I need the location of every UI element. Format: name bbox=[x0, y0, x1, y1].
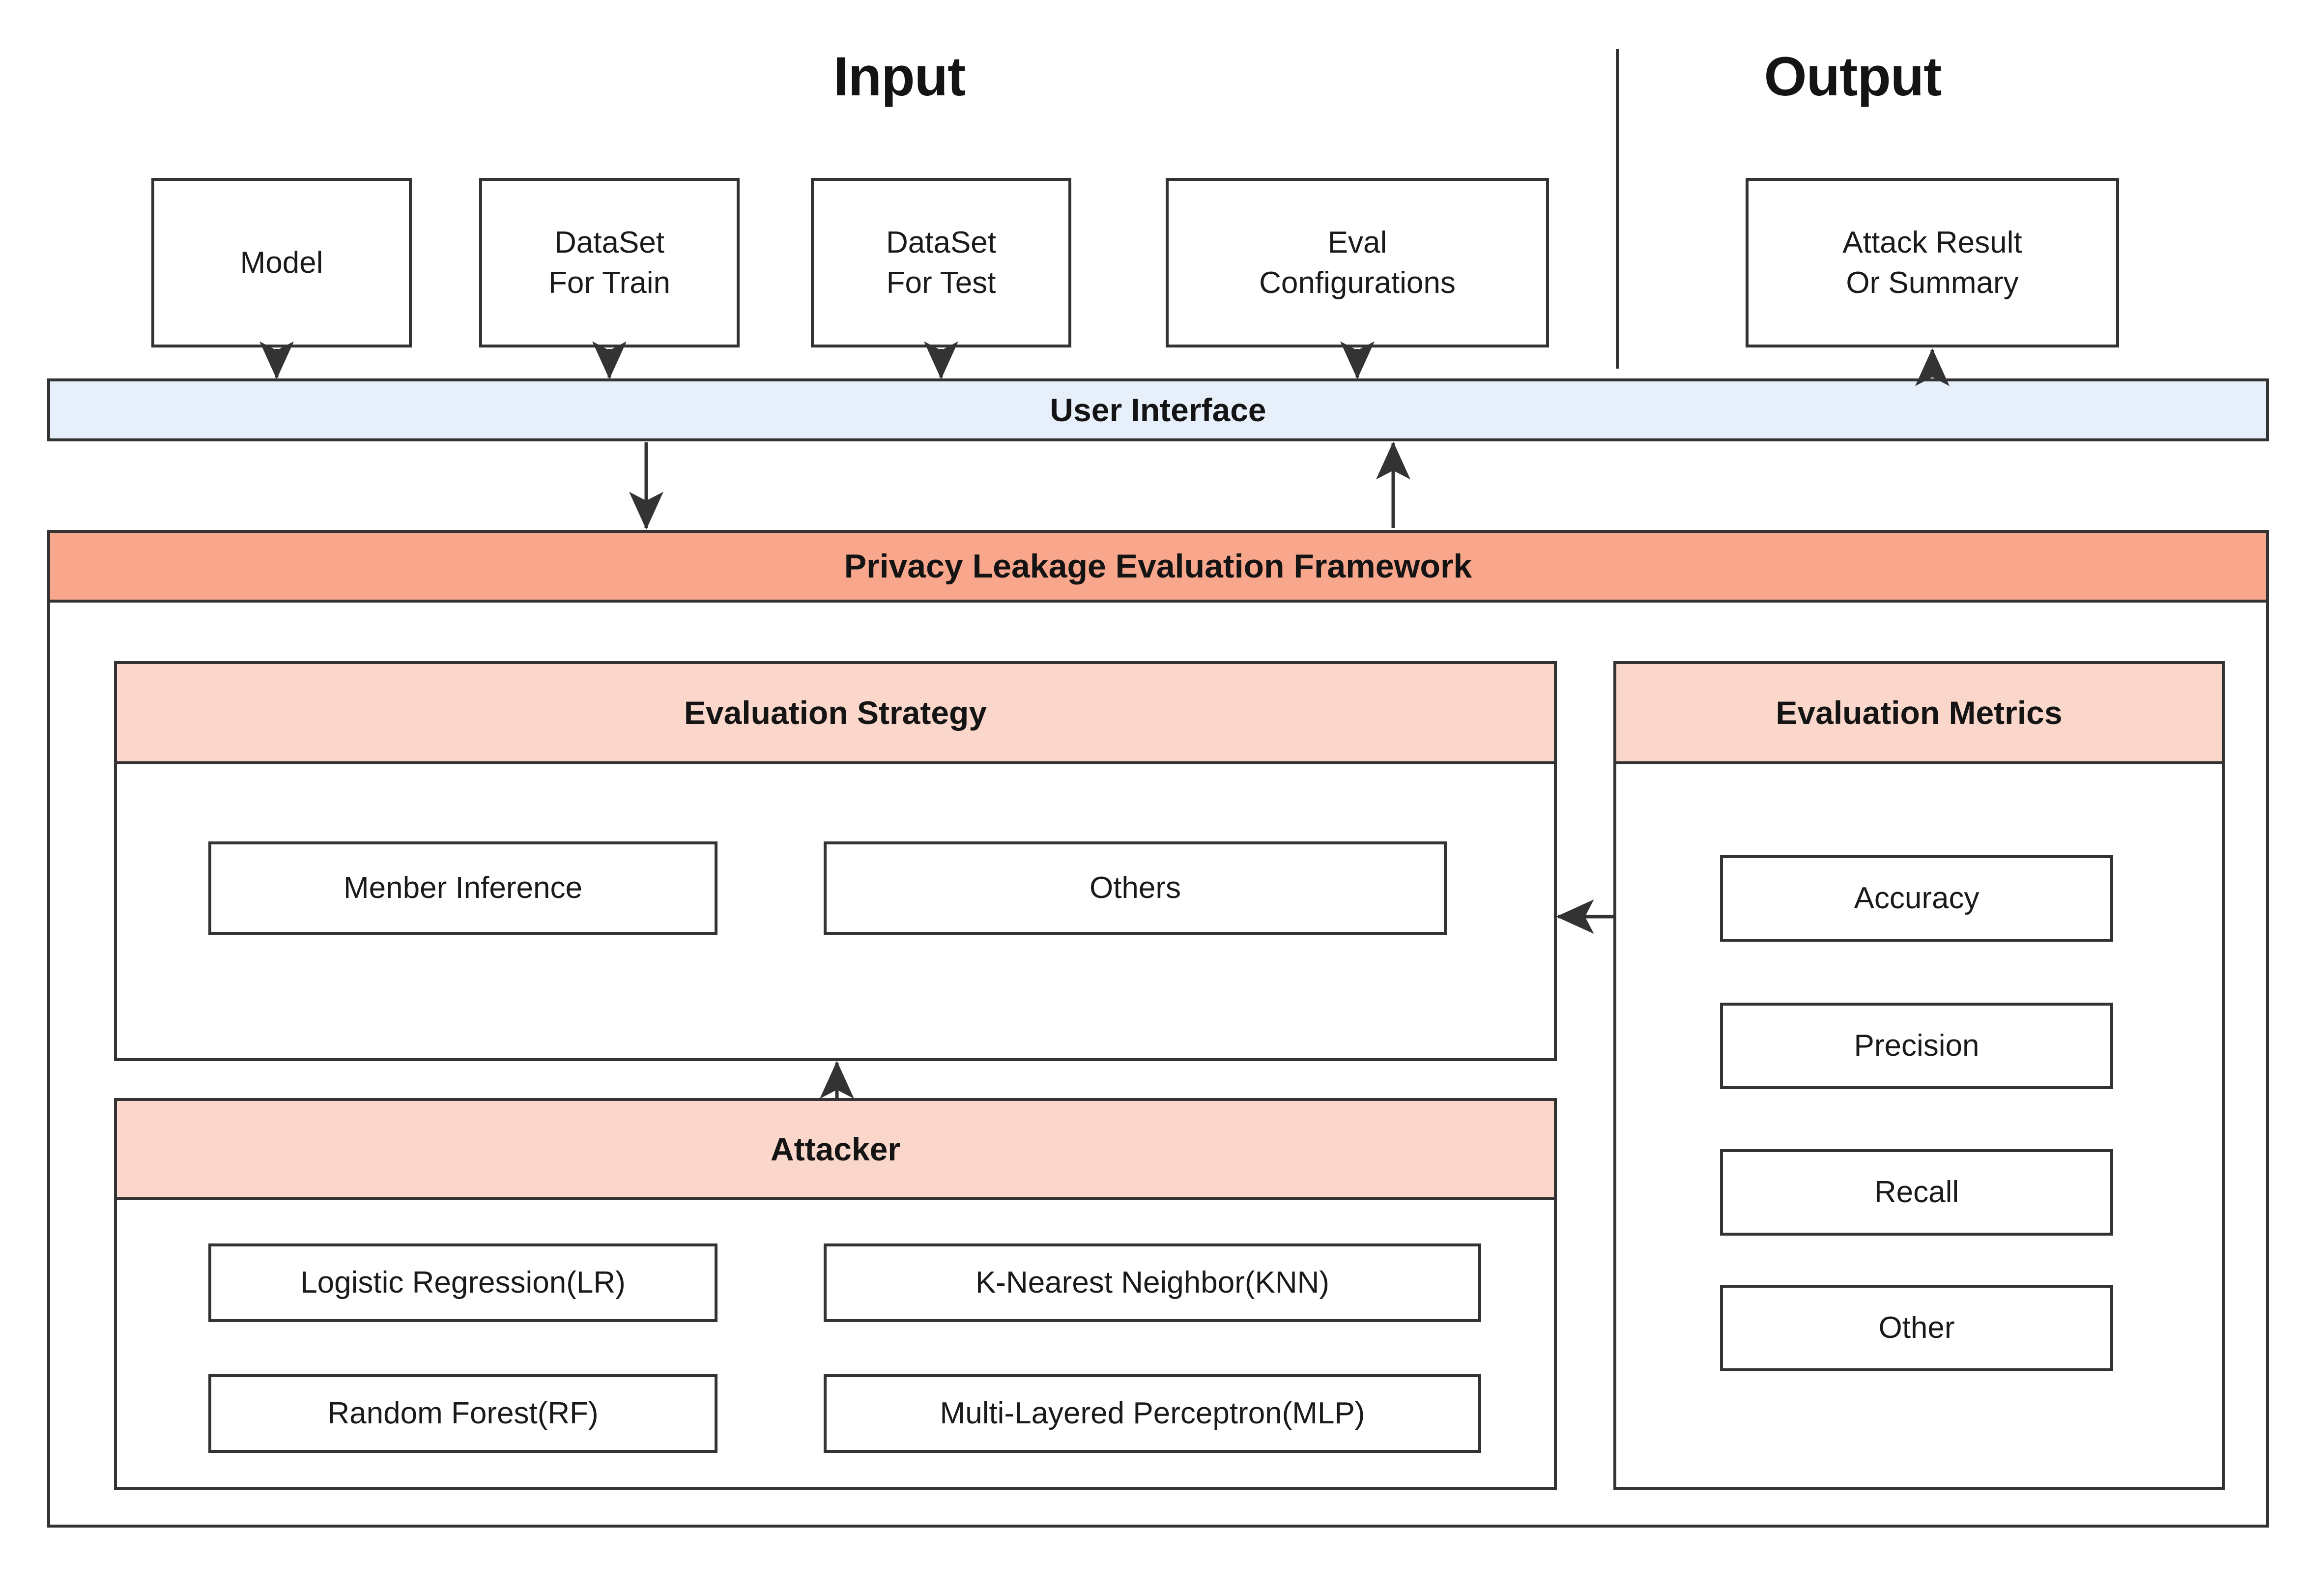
input-box-model[interactable]: Model bbox=[151, 178, 412, 347]
user-interface-bar[interactable]: User Interface bbox=[47, 378, 2269, 441]
strategy-item-others-label: Others bbox=[1089, 871, 1181, 905]
attacker-item-random-forest[interactable]: Random Forest(RF) bbox=[208, 1374, 717, 1453]
attacker-item-knn[interactable]: K-Nearest Neighbor(KNN) bbox=[824, 1243, 1481, 1322]
attacker-item-logistic-regression[interactable]: Logistic Regression(LR) bbox=[208, 1243, 717, 1322]
metric-item-recall[interactable]: Recall bbox=[1720, 1149, 2113, 1236]
evaluation-strategy-header[interactable]: Evaluation Strategy bbox=[114, 661, 1557, 764]
strategy-item-menber-inference-label: Menber Inference bbox=[344, 871, 582, 905]
input-box-model-label: Model bbox=[240, 245, 323, 280]
privacy-framework-bar-label: Privacy Leakage Evaluation Framework bbox=[844, 548, 1472, 585]
input-section-title: Input bbox=[833, 46, 966, 107]
strategy-item-menber-inference[interactable]: Menber Inference bbox=[208, 841, 717, 935]
metric-item-recall-label: Recall bbox=[1874, 1175, 1959, 1210]
attacker-item-knn-label: K-Nearest Neighbor(KNN) bbox=[975, 1266, 1330, 1300]
attacker-item-random-forest-label: Random Forest(RF) bbox=[327, 1396, 599, 1431]
metric-item-accuracy-label: Accuracy bbox=[1854, 881, 1980, 916]
metric-item-other[interactable]: Other bbox=[1720, 1285, 2113, 1371]
user-interface-bar-label: User Interface bbox=[1050, 392, 1266, 428]
evaluation-metrics-header-label: Evaluation Metrics bbox=[1776, 694, 2063, 731]
metric-item-precision[interactable]: Precision bbox=[1720, 1003, 2113, 1089]
attacker-item-logistic-regression-label: Logistic Regression(LR) bbox=[300, 1266, 626, 1300]
attacker-header[interactable]: Attacker bbox=[114, 1098, 1557, 1200]
metric-item-accuracy[interactable]: Accuracy bbox=[1720, 855, 2113, 942]
metric-item-precision-label: Precision bbox=[1854, 1029, 1980, 1063]
attacker-item-mlp[interactable]: Multi-Layered Perceptron(MLP) bbox=[824, 1374, 1481, 1453]
input-output-divider bbox=[1616, 49, 1619, 369]
metric-item-other-label: Other bbox=[1878, 1311, 1955, 1345]
privacy-framework-bar[interactable]: Privacy Leakage Evaluation Framework bbox=[47, 530, 2269, 603]
evaluation-strategy-header-label: Evaluation Strategy bbox=[684, 694, 987, 731]
attacker-header-label: Attacker bbox=[770, 1131, 901, 1167]
output-section-title: Output bbox=[1764, 46, 1942, 107]
strategy-item-others[interactable]: Others bbox=[824, 841, 1447, 935]
attacker-item-mlp-label: Multi-Layered Perceptron(MLP) bbox=[940, 1396, 1365, 1431]
evaluation-metrics-header[interactable]: Evaluation Metrics bbox=[1613, 661, 2225, 764]
